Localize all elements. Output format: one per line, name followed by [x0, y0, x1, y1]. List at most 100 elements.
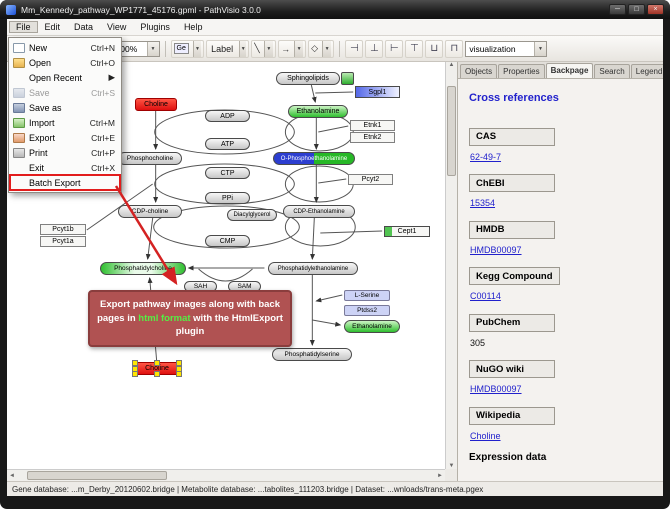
match-height-button[interactable]: ⊓	[445, 39, 464, 58]
pathway-node-phosphatidylserine[interactable]: Phosphatidylserine	[272, 348, 352, 361]
visualization-combobox[interactable]: visualization ▼	[465, 40, 547, 57]
scroll-left-icon[interactable]: ◄	[9, 472, 15, 479]
pathway-node-cdp-ethanolamine[interactable]: CDP-Ethanolamine	[283, 205, 355, 218]
menubar-item-file[interactable]: File	[9, 21, 38, 33]
menubar-item-view[interactable]: View	[107, 22, 127, 32]
pathway-node-l-serine[interactable]: L-Serine	[344, 290, 390, 301]
new-arrow-button[interactable]: → ▼	[278, 39, 307, 58]
scroll-right-icon[interactable]: ►	[437, 472, 443, 479]
horizontal-scrollbar[interactable]: ◄ ►	[7, 469, 445, 481]
window-title: Mm_Kennedy_pathway_WP1771_45176.gpml - P…	[21, 4, 261, 15]
pathway-node-ethanolamine-top[interactable]: Ethanolamine	[288, 105, 348, 118]
menubar-item-edit[interactable]: Edit	[44, 22, 61, 32]
open-folder-icon	[13, 57, 25, 68]
selection-handle[interactable]	[176, 371, 182, 377]
new-shape-button[interactable]: ◇ ▼	[308, 39, 335, 58]
new-line-button[interactable]: ╲ ▼	[251, 39, 277, 58]
pathway-node-o-phosphoethanolamine[interactable]: O-Phosphoethanolamine	[273, 152, 355, 165]
new-geneproduct-button[interactable]: Ge ▼	[170, 39, 205, 58]
pathway-node-ctp[interactable]: CTP	[205, 167, 250, 179]
backpage-link[interactable]: Choline	[470, 430, 501, 441]
pathway-node-diacylglycerol[interactable]: Diacylglycerol	[227, 209, 277, 221]
pathway-node-cdp-choline[interactable]: CDP-choline	[118, 205, 182, 218]
menu-item-label: Print	[29, 147, 48, 158]
pathway-node-phosphocholine[interactable]: Phosphocholine	[118, 152, 182, 165]
pathway-node-choline-top[interactable]: Choline	[135, 98, 177, 111]
menu-item-shortcut: Ctrl+O	[90, 57, 115, 68]
align-top-icon: ⊤	[409, 43, 419, 54]
pathway-node-sphingolipids[interactable]: Sphingolipids	[276, 72, 340, 85]
visualization-value: visualization	[469, 43, 516, 54]
menu-item-shortcut: ▶	[108, 72, 115, 82]
selection-handle[interactable]	[132, 371, 138, 377]
pathway-node-etnk2[interactable]: Etnk2	[350, 132, 395, 143]
menubar-item-plugins[interactable]: Plugins	[140, 22, 170, 32]
pathway-node-choline-bottom[interactable]: Choline	[132, 360, 182, 377]
pathway-node-etnk1[interactable]: Etnk1	[350, 120, 395, 131]
backpage-section-header: Kegg Compound	[469, 267, 560, 285]
pathway-node-pcyt1a[interactable]: Pcyt1a	[40, 236, 86, 247]
pathway-node-adp[interactable]: ADP	[205, 110, 250, 122]
pathway-node-pcyt1b[interactable]: Pcyt1b	[40, 224, 86, 235]
align-top-button[interactable]: ⊤	[405, 39, 424, 58]
file-menu-item-open-recent[interactable]: Open Recent▶	[10, 70, 120, 85]
backpage-link[interactable]: HMDB00097	[470, 384, 522, 394]
tab-legend[interactable]: Legend	[630, 64, 663, 78]
pathway-node-phosphatidylcholine[interactable]: Phosphatidylcholine	[100, 262, 186, 275]
maximize-button[interactable]: □	[628, 4, 645, 15]
backpage-link[interactable]: 62-49-7	[470, 151, 502, 162]
align-center-button[interactable]: ⊥	[365, 39, 384, 58]
vertical-scrollbar-thumb[interactable]	[447, 86, 456, 176]
selection-handle[interactable]	[154, 360, 160, 366]
pathway-node-sgpl1[interactable]: Sgpl1	[355, 86, 400, 98]
zoom-combobox[interactable]: 100% ▼	[111, 40, 160, 57]
pathway-node-phosphatidylethanolamine[interactable]: Phosphatidylethanolamine	[268, 262, 358, 275]
pathway-node-atp[interactable]: ATP	[205, 138, 250, 150]
scroll-down-icon[interactable]: ▼	[448, 463, 455, 469]
file-menu-item-batch-export[interactable]: Batch Export	[9, 174, 121, 191]
pathway-node-sphingolipids-chip[interactable]	[341, 72, 354, 85]
align-left-button[interactable]: ⊣	[345, 39, 364, 58]
tab-properties[interactable]: Properties	[498, 64, 545, 78]
minimize-button[interactable]: ─	[609, 4, 626, 15]
vertical-scrollbar[interactable]: ▲ ▼	[445, 62, 457, 469]
backpage-link[interactable]: C00114	[470, 291, 501, 301]
arrow-tool-icon: →	[281, 43, 291, 54]
new-label-button[interactable]: Label ▼	[206, 39, 250, 58]
pathway-node-ptdss2[interactable]: Ptdss2	[344, 305, 390, 316]
match-width-button[interactable]: ⊔	[425, 39, 444, 58]
horizontal-scrollbar-thumb[interactable]	[27, 471, 167, 480]
tab-objects[interactable]: Objects	[460, 64, 498, 78]
pathway-node-cmp[interactable]: CMP	[205, 235, 250, 247]
annotation-text-after: with the HtmlExport plugin	[175, 312, 283, 338]
menubar-item-help[interactable]: Help	[183, 22, 203, 32]
menu-item-shortcut: Ctrl+N	[90, 42, 115, 53]
titlebar[interactable]: Mm_Kennedy_pathway_WP1771_45176.gpml - P…	[0, 0, 670, 19]
close-button[interactable]: ×	[647, 4, 664, 15]
scroll-up-icon[interactable]: ▲	[448, 62, 455, 68]
backpage-section-header: PubChem	[469, 313, 555, 332]
menubar-item-data[interactable]: Data	[74, 22, 94, 32]
pathway-node-pcyt2[interactable]: Pcyt2	[348, 174, 393, 185]
pathway-node-ppi[interactable]: PPi	[205, 192, 250, 204]
tab-backpage[interactable]: Backpage	[545, 63, 594, 78]
pathway-node-ethanolamine-bottom[interactable]: Ethanolamine	[344, 320, 400, 333]
pathway-node-cept1[interactable]: Cept1	[384, 226, 430, 237]
selection-handle[interactable]	[154, 371, 160, 377]
tab-search[interactable]: Search	[594, 64, 630, 78]
backpage-link[interactable]: 15354	[470, 198, 496, 208]
backpage-link[interactable]: HMDB00097	[470, 244, 522, 255]
align-right-button[interactable]: ⊢	[385, 39, 404, 58]
file-menu-item-save-as[interactable]: Save as	[10, 100, 120, 115]
